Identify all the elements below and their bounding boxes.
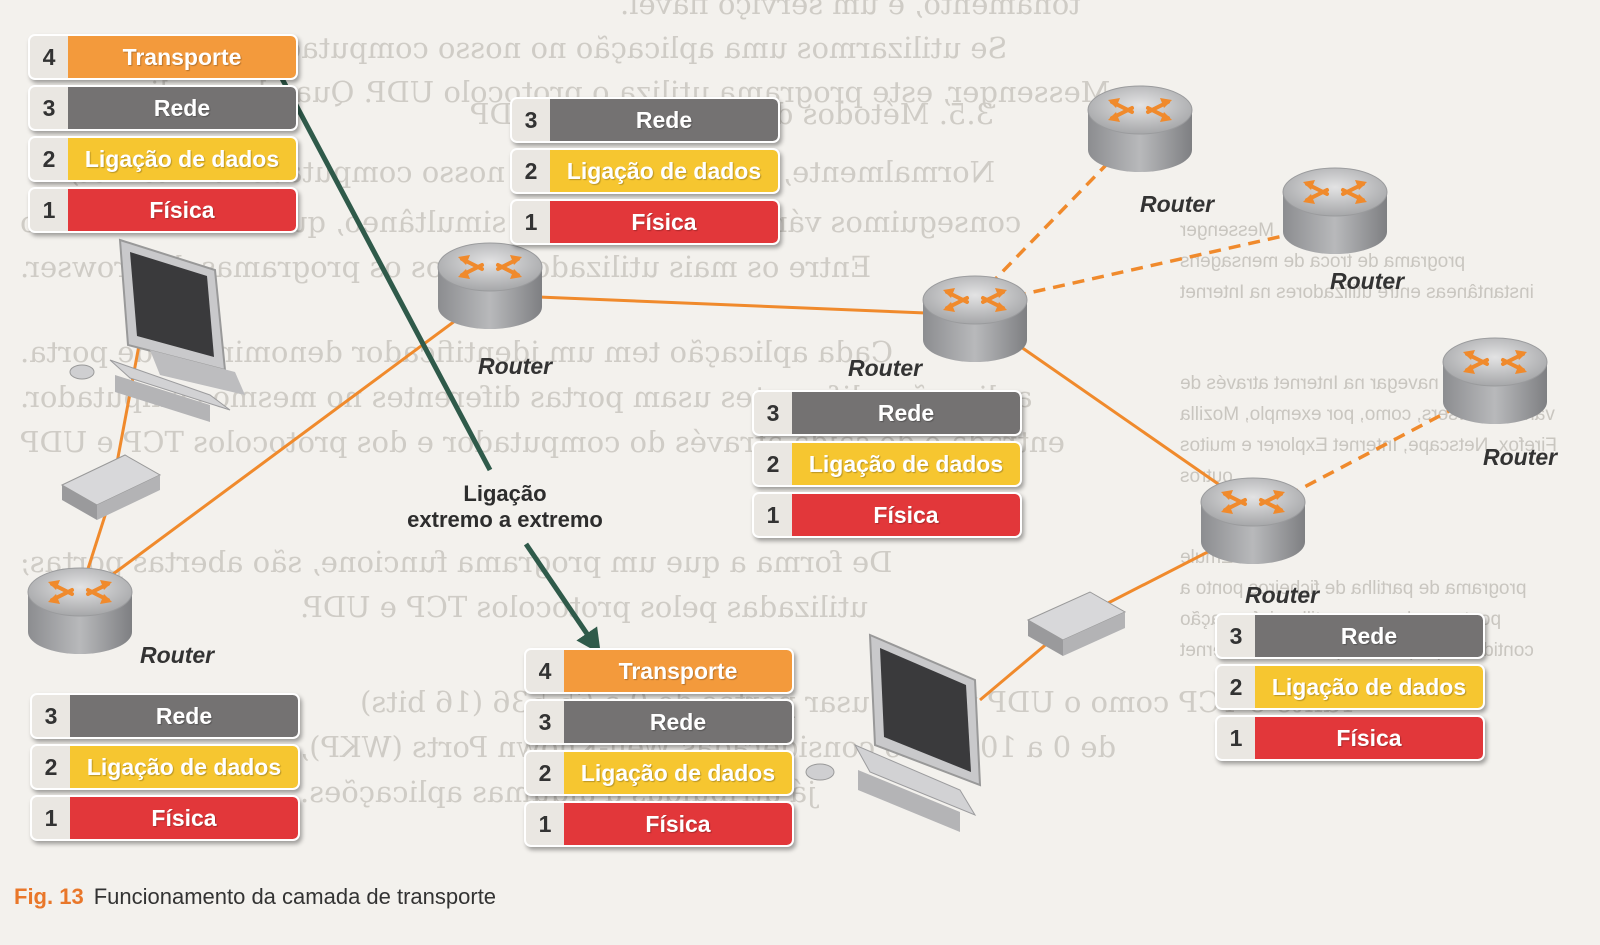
layer-network: 3 Rede xyxy=(28,85,298,131)
computer-icon xyxy=(69,238,245,422)
layer-stack-host-source: 4 Transporte 3 Rede 2 Ligação de dados 1 Fís… xyxy=(28,34,298,238)
layer-number: 3 xyxy=(42,95,56,121)
router-icon xyxy=(26,566,134,656)
layer-label: Rede xyxy=(550,99,778,141)
layer-network: 3 Rede xyxy=(510,97,780,143)
router-icon xyxy=(1199,476,1307,566)
layer-label: Física xyxy=(792,494,1020,536)
layer-label: Rede xyxy=(1255,615,1483,657)
layer-label: Física xyxy=(1255,717,1483,759)
layer-physical: 1 Física xyxy=(1215,715,1485,761)
layer-label: Física xyxy=(550,201,778,243)
layer-number: 2 xyxy=(44,754,58,780)
layer-number: 2 xyxy=(1229,674,1243,700)
computer-icon xyxy=(805,633,982,832)
end-to-end-label-line: Ligação xyxy=(463,481,547,506)
router-label: Router xyxy=(1330,268,1405,294)
layer-number: 2 xyxy=(538,760,552,786)
layer-number: 2 xyxy=(42,146,56,172)
layer-physical: 1 Física xyxy=(752,492,1022,538)
dashed-link-line xyxy=(974,228,1311,307)
router-label: Router xyxy=(1140,191,1215,217)
layer-network: 3 Rede xyxy=(524,699,794,745)
router-label: Router xyxy=(478,353,553,379)
router-icon xyxy=(1441,336,1549,426)
layer-label: Ligação de dados xyxy=(564,752,792,794)
layer-number: 2 xyxy=(524,158,538,184)
dashed-link-line xyxy=(1269,398,1471,507)
layer-label: Ligação de dados xyxy=(792,443,1020,485)
layer-label: Física xyxy=(564,803,792,845)
e2e-arrow-up xyxy=(267,51,493,472)
layer-datalink: 2 Ligação de dados xyxy=(510,148,780,194)
e2e-arrow-down xyxy=(523,542,601,655)
layer-stack-router: 3 Rede 2 Ligação de dados 1 Física xyxy=(510,97,780,250)
layer-number: 1 xyxy=(42,197,56,223)
router-icon xyxy=(1281,166,1389,256)
router-icon xyxy=(1086,84,1194,174)
layer-network: 3 Rede xyxy=(1215,613,1485,659)
layer-physical: 1 Física xyxy=(510,199,780,245)
switch-icon xyxy=(1026,591,1127,656)
layer-label: Rede xyxy=(792,392,1020,434)
layer-number: 3 xyxy=(44,703,58,729)
layer-number: 3 xyxy=(766,400,780,426)
layer-label: Rede xyxy=(564,701,792,743)
router-label: Router xyxy=(1483,444,1558,470)
router-label: Router xyxy=(848,355,923,381)
layer-number: 1 xyxy=(538,811,552,837)
layer-number: 3 xyxy=(1229,623,1243,649)
layer-label: Transporte xyxy=(564,650,792,692)
layer-network: 3 Rede xyxy=(30,693,300,739)
layer-stack-router: 3 Rede 2 Ligação de dados 1 Física xyxy=(30,693,300,846)
layer-label: Ligação de dados xyxy=(68,138,296,180)
router-label: Router xyxy=(140,642,215,668)
layer-number: 2 xyxy=(766,451,780,477)
layer-datalink: 2 Ligação de dados xyxy=(28,136,298,182)
layer-number: 1 xyxy=(44,805,58,831)
end-to-end-label-line: extremo a extremo xyxy=(407,507,603,532)
link-line xyxy=(489,293,976,317)
layer-datalink: 2 Ligação de dados xyxy=(524,750,794,796)
router-icon xyxy=(921,274,1029,364)
layer-number: 4 xyxy=(538,658,552,684)
figure-caption: Fig. 13 Funcionamento da camada de transp… xyxy=(14,884,496,910)
layer-physical: 1 Física xyxy=(30,795,300,841)
dashed-links xyxy=(973,128,1471,507)
figure-number: Fig. 13 xyxy=(14,884,84,909)
layer-number: 3 xyxy=(538,709,552,735)
layer-number: 4 xyxy=(42,44,56,70)
layer-transport: 4 Transporte xyxy=(28,34,298,80)
layer-label: Transporte xyxy=(68,36,296,78)
layer-number: 1 xyxy=(524,209,538,235)
layer-number: 1 xyxy=(766,502,780,528)
layer-physical: 1 Física xyxy=(28,187,298,233)
layer-label: Física xyxy=(68,189,296,231)
layer-number: 3 xyxy=(524,107,538,133)
layer-stack-router: 3 Rede 2 Ligação de dados 1 Física xyxy=(752,390,1022,543)
switch-icon xyxy=(60,454,162,520)
router-icon xyxy=(436,241,544,331)
router-label: Router xyxy=(1245,582,1320,608)
layer-label: Rede xyxy=(68,87,296,129)
layer-label: Física xyxy=(70,797,298,839)
layer-network: 3 Rede xyxy=(752,390,1022,436)
layer-physical: 1 Física xyxy=(524,801,794,847)
layer-stack-router: 3 Rede 2 Ligação de dados 1 Física xyxy=(1215,613,1485,766)
layer-label: Ligação de dados xyxy=(1255,666,1483,708)
layer-label: Rede xyxy=(70,695,298,737)
end-to-end-label: Ligação extremo a extremo xyxy=(370,481,640,533)
layer-number: 1 xyxy=(1229,725,1243,751)
layer-label: Ligação de dados xyxy=(70,746,298,788)
layer-datalink: 2 Ligação de dados xyxy=(1215,664,1485,710)
figure-caption-text: Funcionamento da camada de transporte xyxy=(93,884,497,909)
layer-transport: 4 Transporte xyxy=(524,648,794,694)
layer-stack-host-destination: 4 Transporte 3 Rede 2 Ligação de dados 1 Fís… xyxy=(524,648,794,852)
layer-datalink: 2 Ligação de dados xyxy=(30,744,300,790)
layer-label: Ligação de dados xyxy=(550,150,778,192)
layer-datalink: 2 Ligação de dados xyxy=(752,441,1022,487)
